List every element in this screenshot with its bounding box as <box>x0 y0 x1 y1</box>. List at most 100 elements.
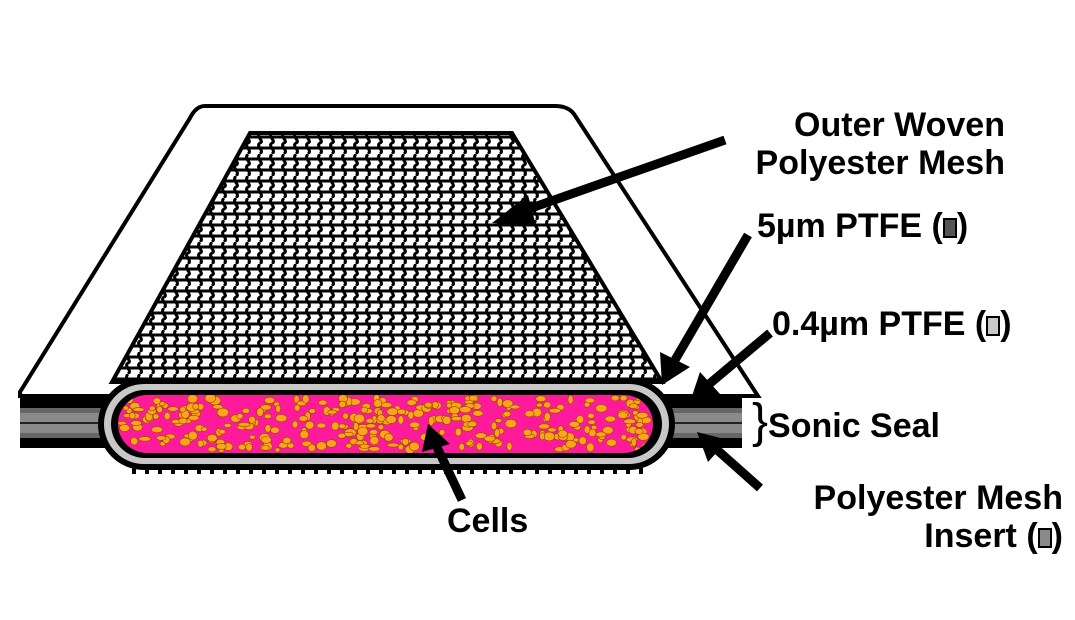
label-insert-line2: Insert <box>924 517 1017 555</box>
cell-particle <box>383 433 394 442</box>
cell-particle <box>583 401 591 408</box>
cell-particle <box>397 443 404 451</box>
cell-particle <box>567 395 574 405</box>
cell-particle <box>245 443 253 452</box>
label-outer-line1: Outer Woven <box>794 106 1005 144</box>
cell-particle <box>218 429 226 435</box>
cell-particle <box>438 429 446 436</box>
mesh-tooth <box>496 468 500 474</box>
cell-particle <box>565 440 577 449</box>
cell-particle <box>509 404 521 410</box>
cell-particle <box>468 395 478 402</box>
cell-particle <box>192 403 199 410</box>
cell-particle <box>207 446 217 453</box>
cell-particle <box>338 423 346 429</box>
cell-particle <box>620 434 627 441</box>
label-mesh-insert: Polyester Mesh Insert () <box>813 479 1063 555</box>
cell-particle <box>302 395 310 404</box>
cell-particle <box>365 418 374 424</box>
cell-particle <box>263 413 272 419</box>
mesh-tooth <box>535 468 539 474</box>
mesh-tooth <box>522 468 526 474</box>
cell-particle <box>459 406 472 414</box>
cell-particle <box>522 428 532 437</box>
cell-particle <box>212 404 224 410</box>
mesh-tooth <box>600 468 604 474</box>
cell-particle <box>167 406 179 412</box>
cell-particle <box>623 418 637 425</box>
mesh-tooth <box>379 468 383 474</box>
mesh-tooth <box>171 468 175 474</box>
cell-particle <box>119 424 131 432</box>
cell-particle <box>197 439 204 448</box>
cell-particle <box>122 405 129 411</box>
cell-particle <box>275 404 281 413</box>
cell-particle <box>385 415 397 424</box>
cell-particle <box>450 416 463 422</box>
cell-particle <box>386 442 400 448</box>
cell-particle <box>357 426 369 436</box>
cell-particle <box>298 415 309 422</box>
mesh-tooth <box>626 468 630 474</box>
label-ptfe-5: 5µm PTFE () <box>757 207 969 245</box>
label-outer-woven-mesh: Outer Woven Polyester Mesh <box>756 106 1005 182</box>
mesh-tooth <box>288 468 292 474</box>
mesh-tooth <box>145 468 149 474</box>
cell-particle <box>138 436 152 442</box>
label-ptfe-5-text: 5µm PTFE <box>757 207 923 245</box>
cell-particle <box>572 437 580 443</box>
cell-particle <box>216 407 229 418</box>
cell-particle <box>595 404 608 413</box>
cell-particle <box>543 431 556 442</box>
mesh-tooth <box>353 468 357 474</box>
cell-particle <box>326 439 337 448</box>
arrow-outer-mesh-icon <box>492 195 536 226</box>
cell-particle <box>635 422 644 428</box>
cell-particle <box>408 441 420 452</box>
arrow-ptfe-5-icon <box>660 352 690 385</box>
cell-particle <box>204 395 217 404</box>
mesh-tooth <box>457 468 461 474</box>
cell-particle <box>149 405 156 412</box>
cell-particle <box>179 406 186 413</box>
cell-particle <box>377 424 385 431</box>
mesh-tooth <box>561 468 565 474</box>
cell-particle <box>216 443 227 450</box>
cell-particle <box>538 423 550 430</box>
cell-particle <box>604 415 616 423</box>
cell-particle <box>475 442 483 451</box>
cell-particle <box>307 443 316 452</box>
cell-particle <box>377 414 386 423</box>
cell-particle <box>248 415 256 424</box>
cell-particle <box>316 422 327 429</box>
cell-particle <box>360 406 368 414</box>
cell-particle <box>474 432 487 439</box>
cell-particle <box>483 435 496 442</box>
cell-particle <box>506 441 513 451</box>
cell-particle <box>386 407 399 416</box>
cell-particle <box>178 417 188 425</box>
mesh-tooth <box>418 468 422 474</box>
cell-particle <box>628 403 639 409</box>
cell-particle <box>557 429 568 438</box>
cell-particle <box>256 407 264 417</box>
label-outer-line2: Polyester Mesh <box>755 144 1005 182</box>
cell-particle <box>424 401 433 408</box>
label-insert-line1: Polyester Mesh <box>813 479 1063 517</box>
callout-arrows <box>422 135 773 502</box>
cell-particle <box>369 436 380 446</box>
cell-particle <box>299 430 310 439</box>
cell-particle <box>261 445 270 451</box>
mesh-tooth <box>210 468 214 474</box>
cell-particle <box>373 399 383 408</box>
cell-particle <box>156 405 163 414</box>
mesh-tooth <box>431 468 435 474</box>
cell-particle <box>294 404 301 412</box>
mesh-tooth <box>470 468 474 474</box>
cell-particle <box>578 436 587 446</box>
cell-particle <box>270 426 280 434</box>
cell-particle <box>568 420 580 428</box>
cell-particle <box>241 407 250 414</box>
cell-particle <box>490 395 498 402</box>
